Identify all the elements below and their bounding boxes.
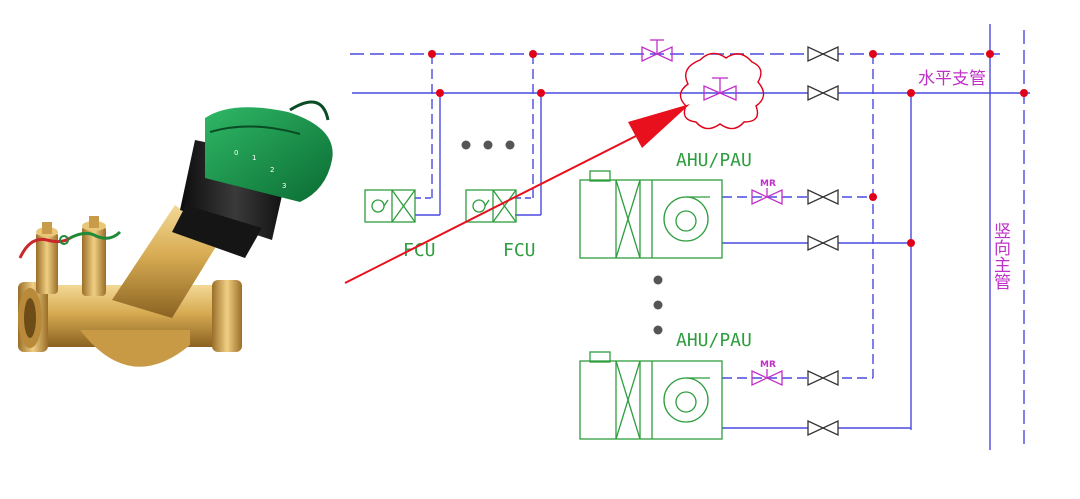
junction-nodes [428, 50, 1028, 247]
mr-label-top: MR [760, 179, 776, 189]
svg-text:1: 1 [252, 154, 256, 162]
continuation-dots-fcu [461, 140, 515, 150]
continuation-dots-ahu [653, 275, 663, 335]
pointer-arrow [344, 104, 690, 284]
isolation-valves [807, 45, 839, 437]
svg-text:0: 0 [234, 149, 238, 157]
balancing-valve-photo: 0 1 23 [18, 100, 333, 367]
mr-label-bottom: MR [760, 360, 776, 370]
fcu-unit-right [465, 189, 517, 223]
svg-text:2: 2 [270, 166, 274, 174]
fcu-label-right: FCU [503, 240, 536, 261]
ahu-unit-top [579, 170, 723, 259]
horizontal-branch-label: 水平支管 [918, 69, 986, 89]
highlight-cloud [679, 52, 765, 130]
pipe-network [350, 24, 1030, 450]
ahu-label-top: AHU/PAU [676, 150, 752, 171]
balancing-valve-symbols [641, 39, 783, 387]
ahu-label-bottom: AHU/PAU [676, 330, 752, 351]
fcu-label-left: FCU [403, 240, 436, 261]
fcu-unit-left [364, 189, 416, 223]
ahu-unit-bottom [579, 351, 723, 440]
svg-text:3: 3 [282, 182, 286, 190]
vertical-riser-label: 竖向主管 [990, 222, 1011, 290]
